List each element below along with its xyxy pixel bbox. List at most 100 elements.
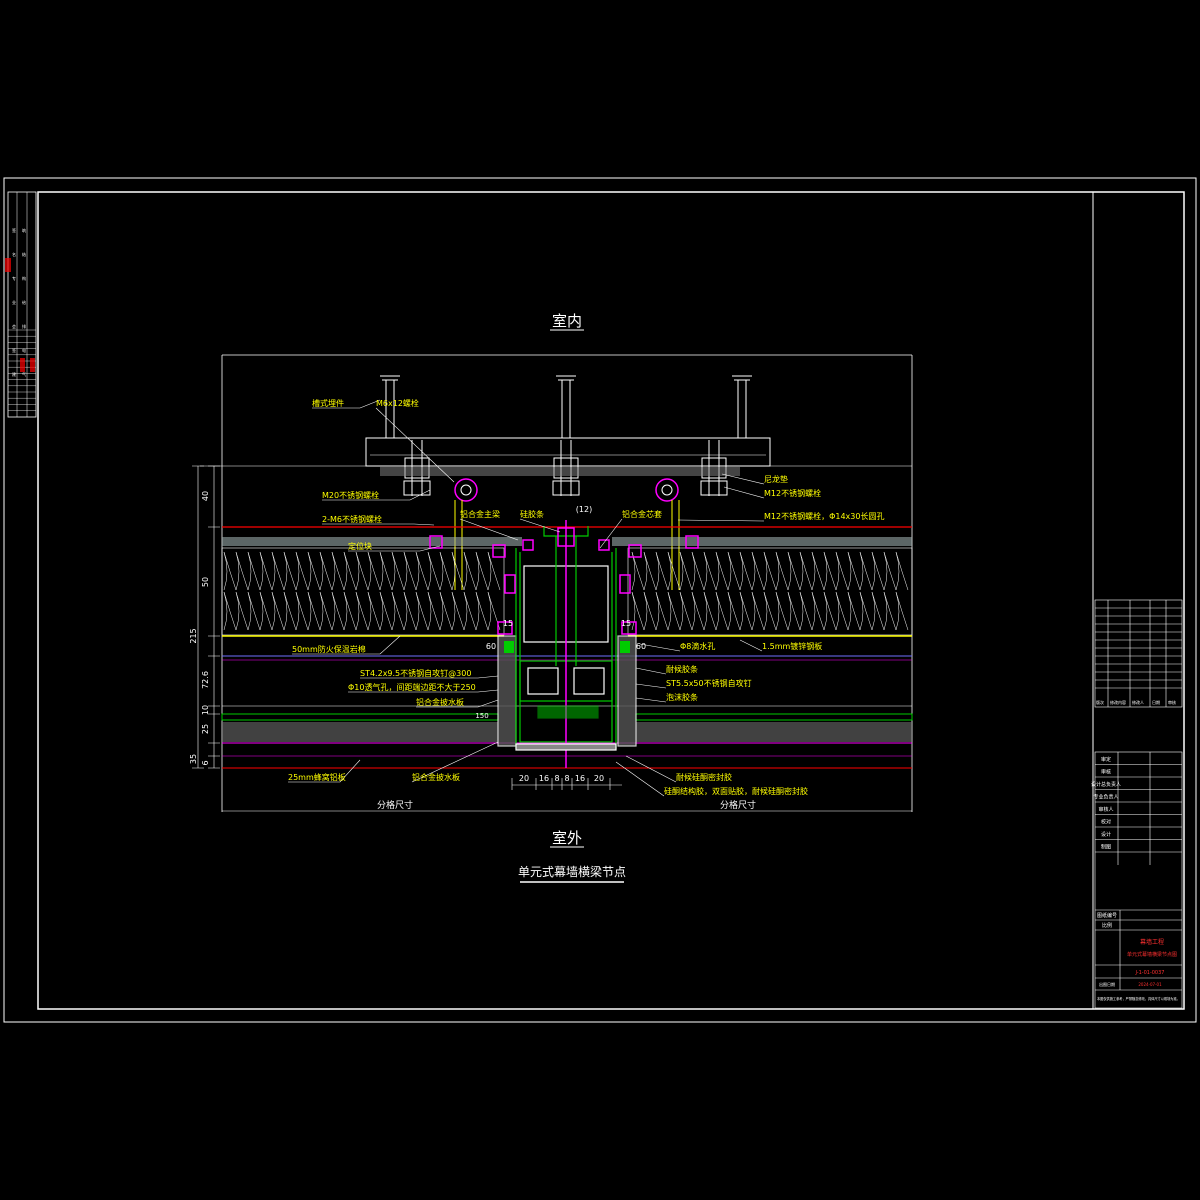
green-skin-right [635, 713, 913, 721]
title-block-note: 本图仅供施工参考，严禁随意修改，具体尺寸以现场为准。 [1097, 996, 1180, 1001]
vertical-dimension: 6 [201, 760, 210, 765]
room-inside-label: 室内 [552, 312, 582, 330]
dim-60-left: 60 [486, 642, 496, 651]
strip-text: 签 [12, 347, 16, 353]
dim-15-right: 15 [621, 619, 631, 628]
label-left: M20不锈钢螺栓 [322, 490, 379, 500]
honeycomb-right [636, 722, 912, 742]
title-block-label: 制图 [1101, 844, 1111, 851]
label-left: 铝合金披水板 [416, 697, 464, 707]
label-right: 耐候硅酮密封胶 [676, 772, 732, 782]
seal-blocks [429, 535, 699, 635]
strip-text: 签 [12, 227, 16, 233]
label-center: M6x12螺栓 [376, 398, 419, 408]
label-right: 1.5mm镀锌钢板 [762, 641, 822, 651]
label-center: 硅胶条 [520, 509, 544, 519]
vertical-dimension: 10 [201, 705, 210, 715]
label-center: 铝合金芯套 [622, 509, 662, 519]
strip-text: 会 [12, 323, 16, 329]
green-skin-left [221, 713, 499, 721]
strip-text: 名 [12, 251, 16, 257]
label-right: M12不锈钢螺栓，Φ14x30长圆孔 [764, 511, 884, 521]
bottom-dimension-chain [222, 778, 912, 812]
bottom-dimension: 8 [554, 774, 559, 783]
span-left-label: 分格尺寸 [377, 799, 413, 811]
dim-150: 150 [475, 712, 488, 720]
label-right: 耐候胶条 [666, 664, 698, 674]
label-center: 铝合金主梁 [460, 509, 500, 519]
dim-15-left: 15 [503, 619, 513, 628]
label-right: Φ8滴水孔 [680, 641, 715, 651]
title-block-label: 设计总负责人 [1091, 781, 1121, 788]
inner-border [37, 191, 1185, 1010]
dim-12: (12) [576, 505, 592, 514]
vertical-dimension-chain [192, 465, 220, 769]
transom-profile [497, 520, 637, 768]
project-name: 幕墙工程 [1140, 938, 1164, 946]
label-center: 铝合金披水板 [412, 772, 460, 782]
revision-header: 修改人 [1132, 699, 1144, 705]
title-block-label: 设计 [1101, 831, 1111, 838]
revision-header: 审核 [1168, 699, 1176, 705]
title-block-texts: 审定审核设计总负责人专业负责人审核人校对设计制图图纸编号比例幕墙工程单元式幕墙横… [1091, 756, 1180, 1001]
vertical-dimension: 215 [189, 628, 198, 643]
bottom-dimension: 16 [575, 774, 585, 783]
date-label: 出图日期 [1099, 981, 1115, 987]
outer-border [3, 177, 1197, 1023]
vertical-dimension: 50 [201, 577, 210, 587]
vertical-dimension: 40 [201, 491, 210, 501]
leader-lines [288, 399, 765, 797]
label-left: 50mm防火保温岩棉 [292, 644, 366, 654]
embedded-anchors [365, 375, 771, 467]
strip-text: 建 [12, 371, 16, 377]
label-right: 尼龙垫 [764, 474, 788, 484]
title-block-label: 审定 [1101, 756, 1111, 763]
bottom-dimension: 20 [519, 774, 529, 783]
title-block [1094, 751, 1183, 1009]
label-left: Φ10透气孔，间距端边距不大于250 [348, 682, 476, 692]
bottom-dimension: 8 [564, 774, 569, 783]
dim-60-right: 60 [636, 642, 646, 651]
strip-text: 电 [22, 347, 26, 353]
hanger-rollers [454, 478, 680, 590]
detail-title: 单元式幕墙横梁节点 [518, 864, 626, 879]
span-right-label: 分格尺寸 [720, 799, 756, 811]
bottom-dimension: 20 [594, 774, 604, 783]
label-left: 定位块 [348, 541, 372, 551]
strip-text: 构 [22, 275, 26, 281]
scale-label: 比例 [1102, 922, 1112, 929]
label-left: 槽式埋件 [312, 398, 344, 408]
label-left: 2-M6不锈钢螺栓 [322, 514, 382, 524]
vertical-dimension: 72.6 [201, 671, 210, 689]
strip-text: 结 [22, 251, 26, 257]
label-right: M12不锈钢螺栓 [764, 488, 821, 498]
revision-header: 修改内容 [1110, 699, 1126, 705]
date-value: 2024-07-01 [1138, 982, 1162, 987]
label-right: ST5.5x50不锈钢自攻钉 [666, 678, 752, 688]
upper-hatch-right [612, 537, 912, 546]
strip-text: 给 [22, 299, 26, 305]
rock-wool-insulation [221, 547, 913, 636]
strip-text: 专 [12, 275, 16, 281]
revision-header: 日期 [1152, 699, 1160, 705]
title-block-label: 校对 [1101, 819, 1111, 826]
label-left: ST4.2x9.5不锈钢自攻钉@300 [360, 668, 471, 678]
room-outside-label: 室外 [552, 829, 582, 847]
honeycomb-left [222, 722, 498, 742]
label-right: 泡沫胶条 [666, 692, 698, 702]
vertical-dimension: 25 [201, 724, 210, 734]
upper-hatch-left [222, 537, 522, 546]
label-left: 25mm蜂窝铝板 [288, 772, 346, 782]
strip-text: 排 [22, 323, 26, 329]
strip-text: 业 [12, 299, 16, 305]
strip-text: 气 [22, 371, 26, 377]
label-right: 硅酮结构胶，双面贴胶，耐候硅酮密封胶 [664, 786, 808, 796]
drawing-code: J-1-01-0037 [1135, 970, 1165, 976]
title-block-label: 专业负责人 [1093, 794, 1118, 801]
revision-table [1094, 599, 1183, 708]
